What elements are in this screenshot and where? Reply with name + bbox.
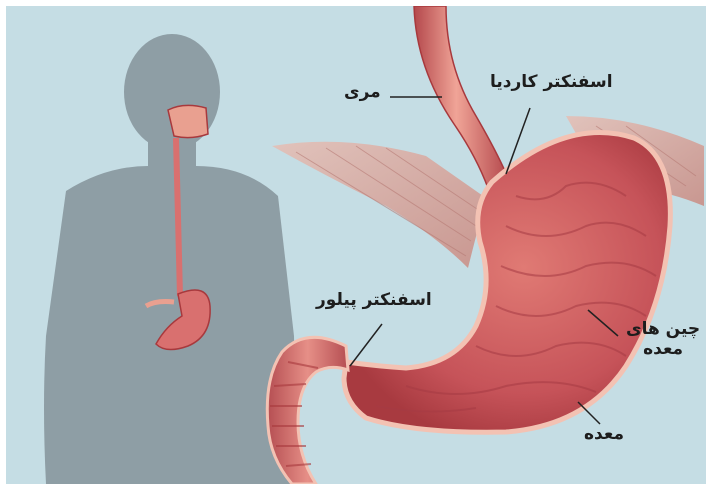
pylorus-sphincter-label: اسفنکتر پیلور xyxy=(316,290,432,310)
gastric-folds-label-line1: چین های xyxy=(626,319,700,339)
gastric-folds-label: چین های معده xyxy=(626,319,700,360)
diagram-panel: مری اسفنکتر کاردیا اسفنکتر پیلور چین های… xyxy=(6,6,706,484)
stomach-label: معده xyxy=(584,424,624,444)
human-silhouette xyxy=(44,34,295,484)
esophagus-label: مری xyxy=(344,82,381,102)
cardia-sphincter-label: اسفنکتر کاردیا xyxy=(490,72,613,92)
duodenum xyxy=(267,337,348,484)
pylorus-leader xyxy=(350,324,382,366)
gastric-folds-label-line2: معده xyxy=(626,339,700,359)
